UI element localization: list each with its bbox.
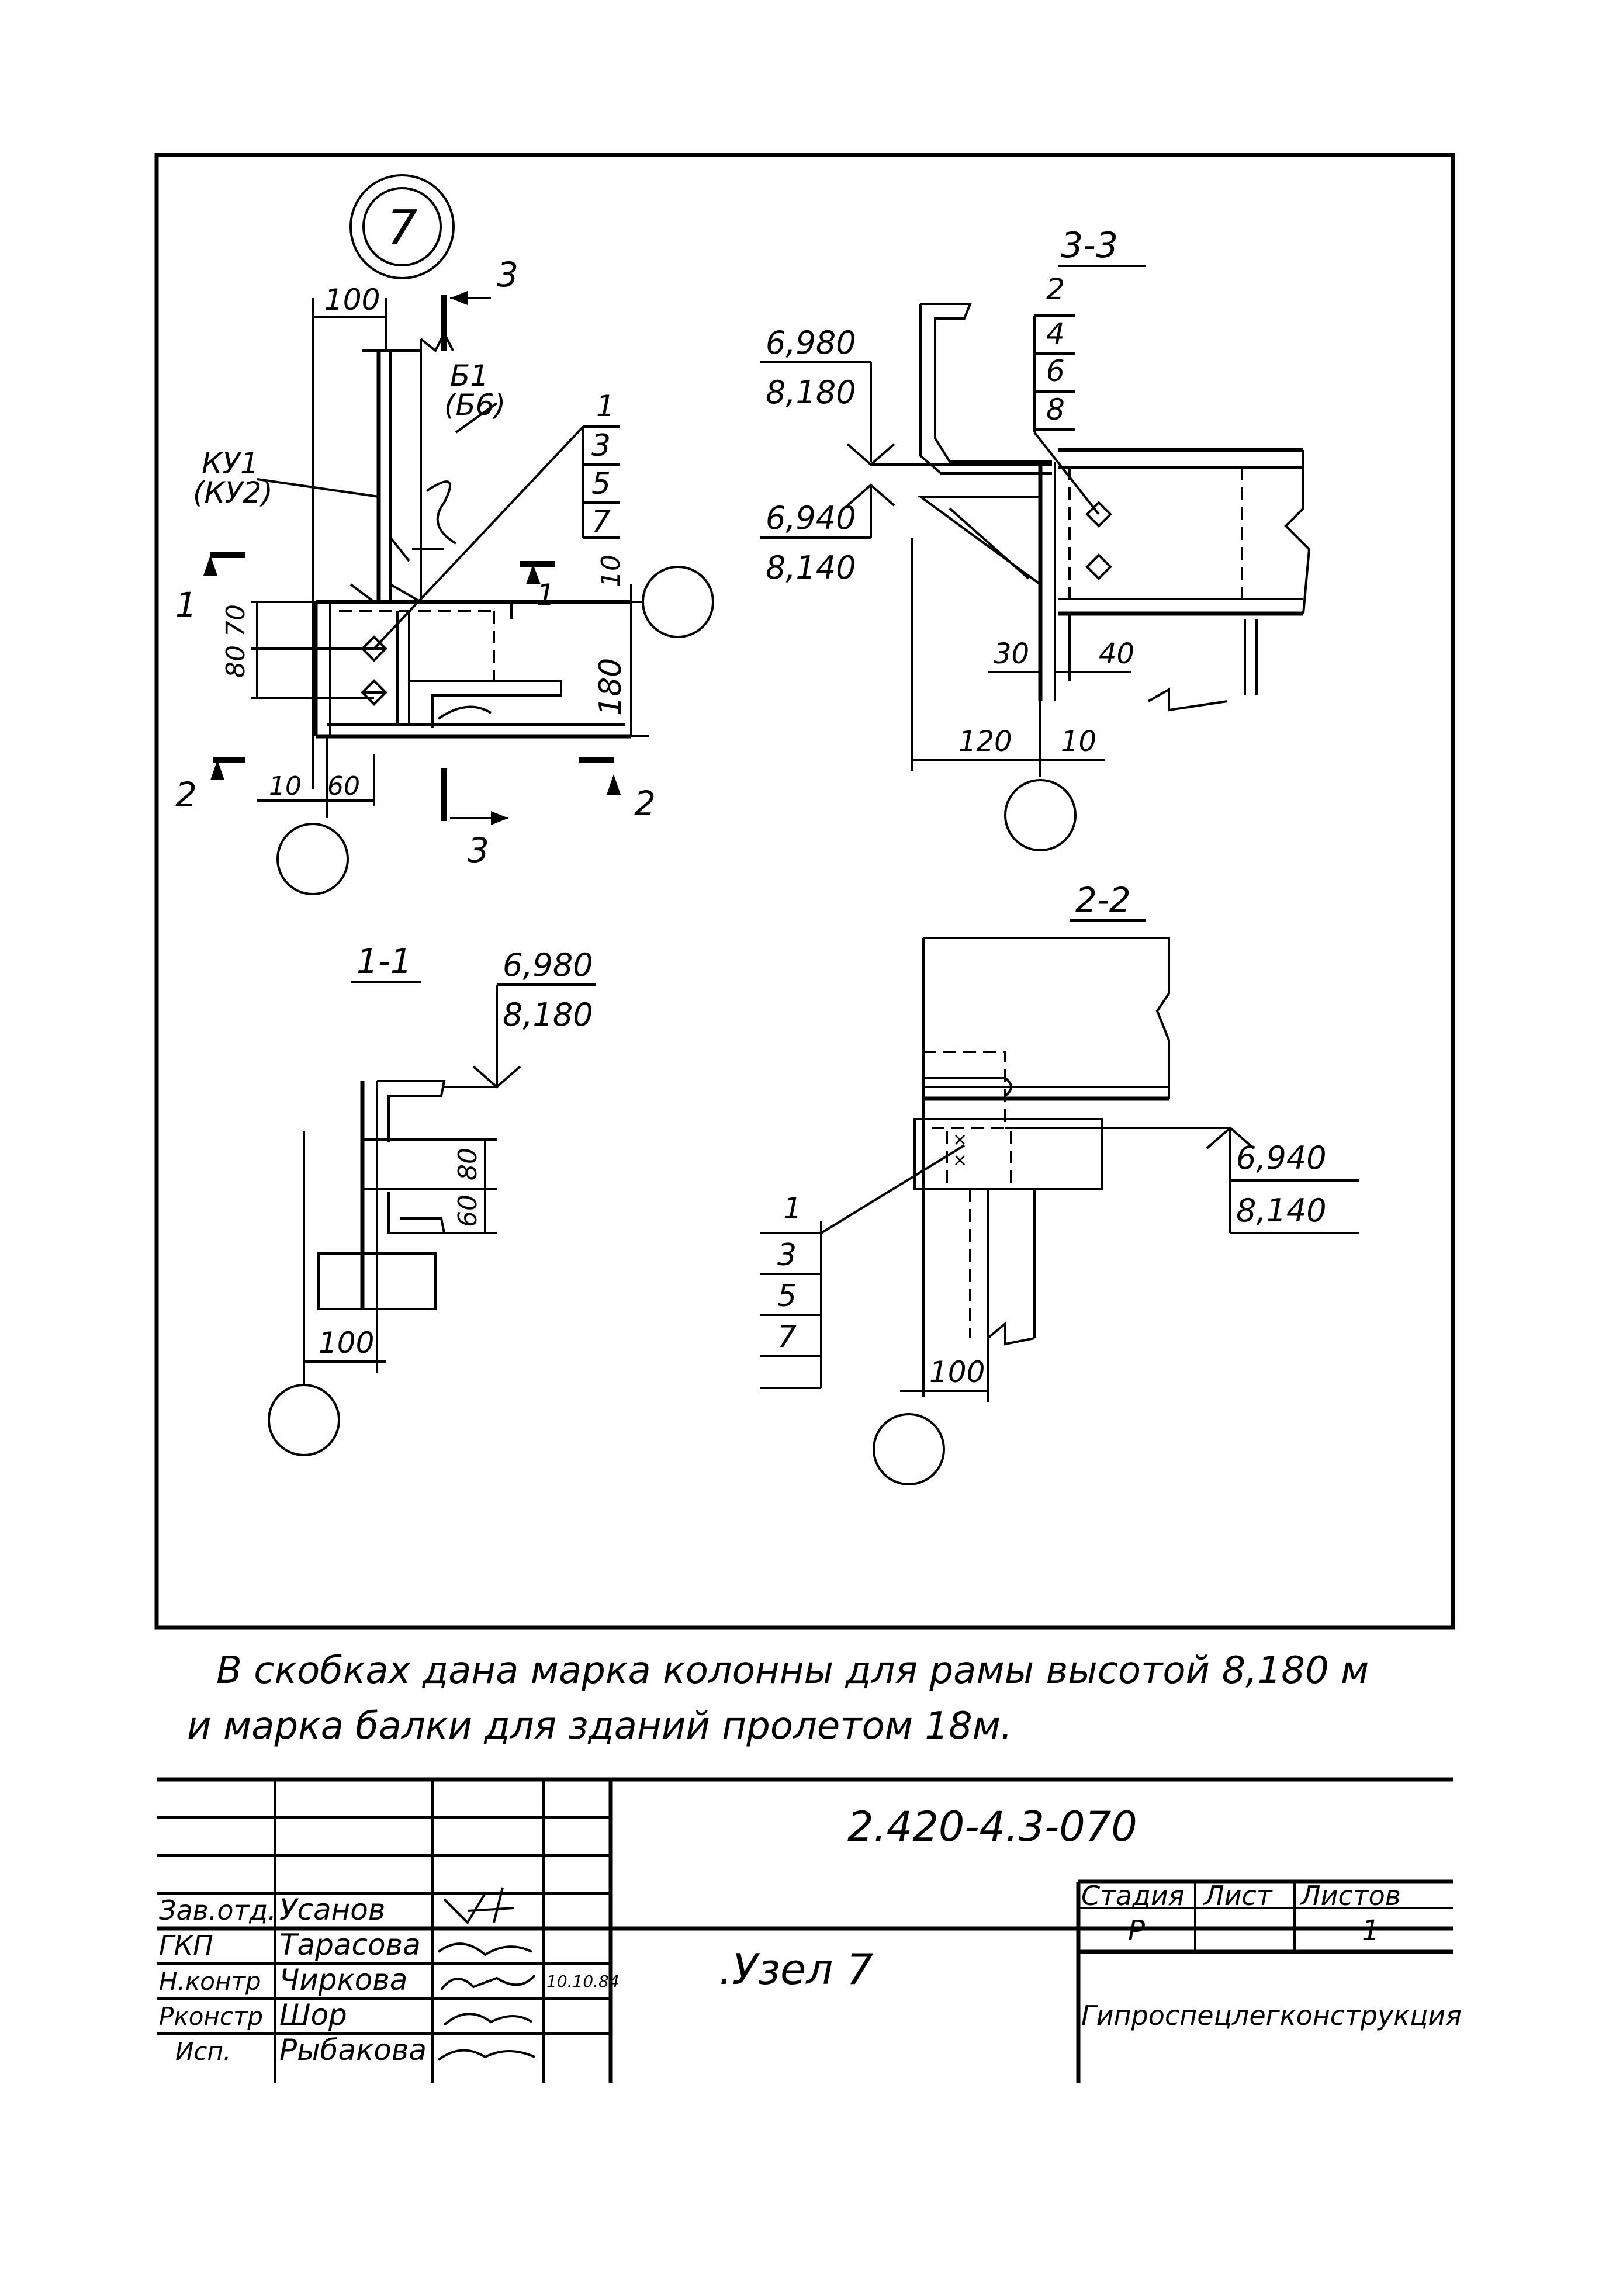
cut2-label-left: 2: [175, 775, 197, 815]
v33-elev-bot-2: 8,140: [766, 549, 856, 586]
cut3-label-bottom: 3: [468, 830, 489, 870]
view-3-3: 3-3 6,980 8,180 6,940 8,140: [760, 225, 1311, 851]
v11-dim-80: 80: [453, 1148, 483, 1180]
axis-bubble-plan-bottom: [276, 823, 349, 895]
signature-2: [440, 1974, 536, 1991]
cut3-label-top: 3: [497, 255, 518, 295]
plan-callout-7: 7: [591, 504, 611, 539]
v33-dim-10: 10: [1061, 725, 1096, 758]
signature-0: [443, 1887, 515, 1925]
v22-elev-2: 8,140: [1236, 1192, 1327, 1229]
tb-stage-header: Стадия: [1081, 1880, 1184, 1911]
axis-bubble-v11: [268, 1384, 340, 1456]
cut2-label-right: 2: [634, 784, 656, 823]
signature-1: [437, 1942, 532, 1956]
tb-role-2: Н.контр: [159, 1967, 261, 1996]
tb-sheet-header: Лист: [1203, 1880, 1273, 1911]
plan-dim-100: 100: [324, 283, 380, 317]
section-3-3-title: 3-3: [1061, 225, 1118, 266]
v22-callout-3: 3: [777, 1238, 797, 1273]
view-1-1: 1-1 6,980 8,180 80 60 100: [268, 941, 596, 1456]
note-line-2: и марка балки для зданий пролетом 18м.: [187, 1705, 1012, 1748]
v33-elev-top-1: 6,980: [766, 324, 856, 361]
note-line-1: В скобках дана марка колонны для рамы вы…: [216, 1649, 1369, 1692]
cut1-label-right: 1: [537, 578, 555, 612]
plan-dim-70: 70: [221, 604, 251, 637]
axis-bubble-v22: [873, 1413, 945, 1485]
tb-name-0: Усанов: [279, 1893, 385, 1927]
beam-mark: Б1: [450, 359, 489, 393]
node-badge: 7: [349, 174, 455, 279]
axis-bubble-v33: [1004, 779, 1077, 851]
v33-callout-8: 8: [1046, 393, 1065, 427]
beam-mark-alt: (Б6): [444, 388, 506, 422]
tb-name-2: Чиркова: [279, 1963, 407, 1997]
v33-callout-6: 6: [1046, 354, 1065, 388]
v33-callout-2: 2: [1046, 272, 1065, 306]
plan-dim-10-right: 10: [596, 555, 626, 587]
v11-elev-1: 6,980: [503, 947, 593, 983]
tb-role-3: Рконстр: [159, 2002, 263, 2031]
tb-role-1: ГКП: [159, 1930, 213, 1961]
v11-elev-2: 8,180: [503, 996, 593, 1033]
plan-callout-3: 3: [591, 428, 611, 463]
plan-callout-1: 1: [596, 389, 615, 423]
signature-3: [443, 2013, 533, 2026]
v33-dim-30: 30: [994, 638, 1029, 670]
plan-callout-5: 5: [591, 466, 611, 501]
tb-date: 10.10.84: [546, 1972, 620, 1991]
column-mark: КУ1: [202, 446, 259, 480]
v33-elev-top-2: 8,180: [766, 374, 856, 411]
v33-dim-120: 120: [958, 725, 1012, 758]
v22-elev-1: 6,940: [1236, 1140, 1327, 1176]
tb-name-1: Тарасова: [279, 1928, 421, 1962]
title-block: Зав.отд. Усанов ГКП Тарасова Н.контр Чир…: [157, 1779, 1462, 2083]
axis-bubble-plan-right: [642, 566, 714, 638]
section-2-2-title: 2-2: [1075, 880, 1131, 920]
plan-view: 3 100: [175, 255, 714, 895]
view-2-2: 2-2 × × 6,940 8,140 1: [760, 880, 1359, 1485]
v22-callout-1: 1: [783, 1192, 802, 1225]
tb-role-4: Исп.: [175, 2037, 231, 2066]
tb-sheets-value: 1: [1362, 1914, 1380, 1947]
tb-doc-code: 2.420-4.3-070: [847, 1803, 1137, 1851]
v11-dim-100: 100: [319, 1326, 374, 1360]
node-number: 7: [387, 200, 417, 256]
v33-callout-4: 4: [1046, 317, 1065, 351]
bolt-mark-22: ×: [953, 1130, 967, 1150]
sheet-frame: [154, 153, 1455, 1630]
tb-role-0: Зав.отд.: [159, 1895, 276, 1926]
tb-name-4: Рыбакова: [279, 2033, 427, 2067]
plan-dim-60: 60: [327, 771, 360, 801]
v22-callout-7: 7: [777, 1320, 797, 1355]
tb-name-3: Шор: [279, 1998, 347, 2032]
tb-sheets-header: Листов: [1299, 1880, 1401, 1911]
bolt-mark-22b: ×: [953, 1150, 967, 1170]
column-mark-alt: (КУ2): [193, 476, 273, 510]
tb-title: .Узел 7: [719, 1945, 873, 1994]
v22-callout-5: 5: [777, 1279, 797, 1314]
v33-dim-40: 40: [1099, 638, 1134, 670]
plan-dim-80: 80: [221, 645, 251, 678]
plan-dim-10-left: 10: [269, 771, 302, 801]
cut1-label-left: 1: [175, 585, 197, 625]
v22-dim-100: 100: [929, 1355, 985, 1389]
signature-4: [437, 2049, 535, 2061]
plan-dim-180: 180: [593, 658, 628, 716]
tb-organization: Гипроспецлегконструкция: [1081, 2000, 1462, 2031]
section-1-1-title: 1-1: [357, 941, 412, 981]
tb-stage-value: Р: [1128, 1914, 1145, 1947]
v33-elev-bot-1: 6,940: [766, 500, 856, 536]
v11-dim-60: 60: [453, 1194, 483, 1227]
